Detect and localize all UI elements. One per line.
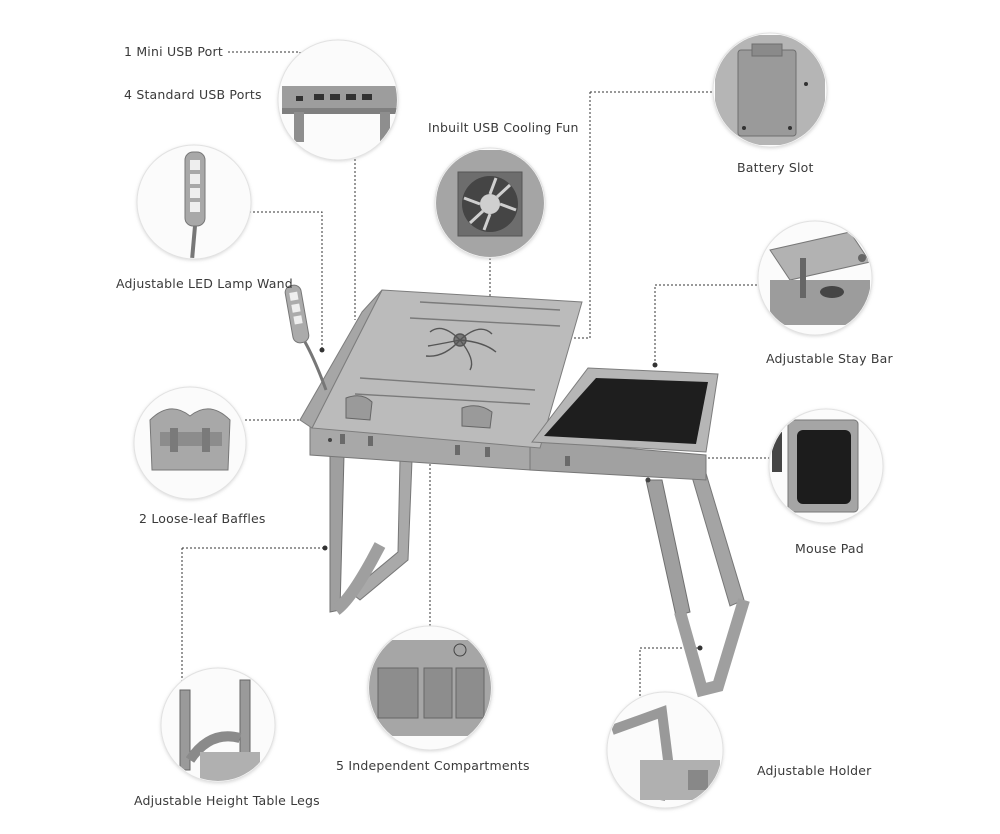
label-cooling-fan: Inbuilt USB Cooling Fun — [428, 120, 579, 135]
label-baffles: 2 Loose-leaf Baffles — [139, 511, 266, 526]
mouse-pad-detail — [768, 408, 884, 524]
label-led-lamp: Adjustable LED Lamp Wand — [116, 276, 293, 291]
label-compartments: 5 Independent Compartments — [336, 758, 530, 773]
label-standard-usb: 4 Standard USB Ports — [124, 87, 262, 102]
cooling-fan-detail — [434, 147, 546, 259]
label-holder: Adjustable Holder — [757, 763, 872, 778]
label-stay-bar: Adjustable Stay Bar — [766, 351, 893, 366]
battery-slot-detail — [712, 32, 828, 148]
laptop-table — [299, 289, 750, 698]
lamp-wand — [284, 284, 328, 391]
usb-ports-detail — [277, 39, 399, 161]
compartments-detail — [367, 625, 493, 751]
holder-detail — [606, 691, 724, 809]
label-mouse-pad: Mouse Pad — [795, 541, 864, 556]
label-battery-slot: Battery Slot — [737, 160, 814, 175]
baffles-detail — [133, 386, 247, 500]
table-fan-icon — [425, 327, 497, 371]
label-table-legs: Adjustable Height Table Legs — [134, 793, 320, 808]
stay-bar-detail — [757, 220, 873, 336]
label-mini-usb: 1 Mini USB Port — [124, 44, 223, 59]
legs-detail — [160, 667, 276, 783]
led-lamp-detail — [136, 144, 252, 260]
